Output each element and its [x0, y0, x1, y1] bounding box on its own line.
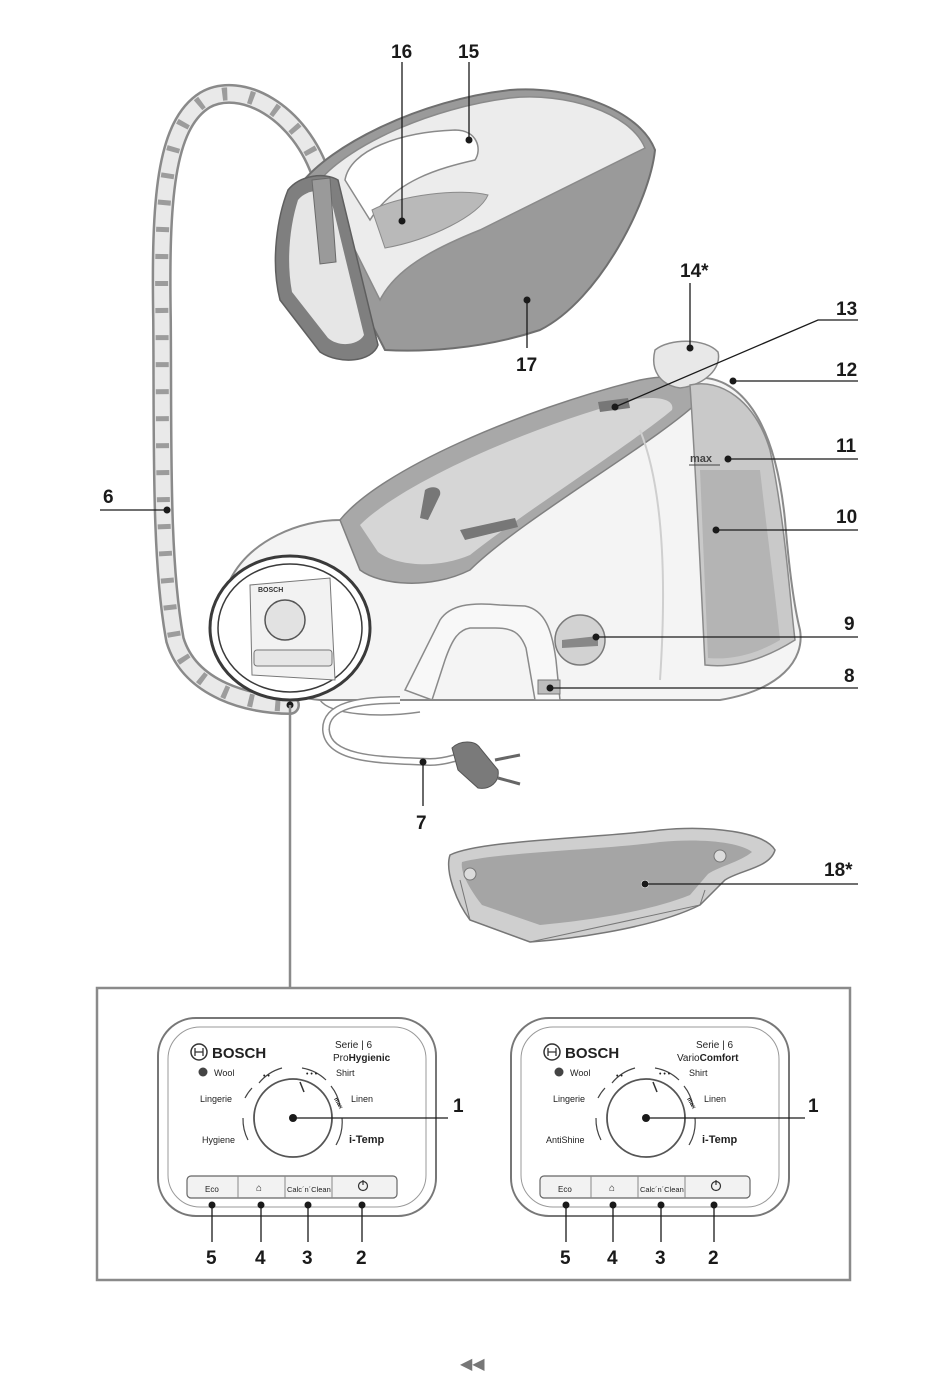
callout-3-left: 3	[302, 1248, 313, 1269]
wool-icon	[199, 1068, 208, 1077]
callout-7: 7	[416, 813, 427, 834]
callout-5-left: 5	[206, 1248, 217, 1269]
callout-2-left: 2	[356, 1248, 367, 1269]
detail-connector	[287, 702, 294, 989]
base-station: max BOSCH	[210, 341, 801, 715]
callout-3-right: 3	[655, 1248, 666, 1269]
wool-label: Wool	[214, 1068, 234, 1078]
model-prefix: Vario	[677, 1053, 700, 1064]
lingerie-label: Lingerie	[553, 1094, 585, 1104]
callout-17: 17	[516, 355, 537, 376]
steam-boost-button-icon[interactable]: ⌂	[609, 1183, 615, 1194]
callout-5-right: 5	[560, 1248, 571, 1269]
eco-button[interactable]: Eco	[205, 1185, 219, 1194]
callout-16: 16	[391, 42, 412, 63]
svg-text:• •: • •	[263, 1073, 270, 1080]
callout-9: 9	[844, 614, 855, 635]
callout-4-right: 4	[607, 1248, 618, 1269]
callout-14: 14*	[680, 261, 709, 282]
drip-tray	[449, 828, 775, 942]
brand-label: BOSCH	[565, 1045, 619, 1062]
callout-13: 13	[836, 299, 857, 320]
itemp-label: i-Temp	[349, 1134, 385, 1146]
wool-icon	[555, 1068, 564, 1077]
tank-max-label: max	[690, 453, 713, 465]
eco-button[interactable]: Eco	[558, 1185, 572, 1194]
shirt-label: Shirt	[336, 1068, 355, 1078]
iron	[275, 89, 655, 360]
callout-11: 11	[836, 436, 857, 457]
control-panel-right: BOSCH Serie | 6 VarioComfort Wool • • • …	[511, 1018, 819, 1269]
callout-2-right: 2	[708, 1248, 719, 1269]
svg-text:ProHygienic: ProHygienic	[333, 1053, 391, 1064]
callout-12: 12	[836, 360, 857, 381]
svg-text:• • •: • • •	[659, 1071, 671, 1078]
model-suffix: Comfort	[700, 1053, 740, 1064]
linen-label: Linen	[704, 1094, 726, 1104]
back-arrow-icon[interactable]: ◀◀	[460, 1354, 485, 1373]
model-suffix: Hygienic	[349, 1053, 391, 1064]
svg-text:BOSCH: BOSCH	[258, 587, 283, 594]
itemp-label: i-Temp	[702, 1134, 738, 1146]
svg-text:• •: • •	[616, 1073, 623, 1080]
svg-text:VarioComfort: VarioComfort	[677, 1053, 739, 1064]
callout-10: 10	[836, 507, 857, 528]
control-panel-left: BOSCH Serie | 6 ProHygienic Wool • • • •…	[158, 1018, 464, 1269]
shirt-label: Shirt	[689, 1068, 708, 1078]
series-label: Serie | 6	[696, 1040, 733, 1051]
steam-boost-button-icon[interactable]: ⌂	[256, 1183, 262, 1194]
calcnclean-button[interactable]: Calc´n´Clean	[287, 1185, 331, 1194]
callout-1-left: 1	[453, 1096, 464, 1117]
brand-label: BOSCH	[212, 1045, 266, 1062]
callout-6: 6	[103, 487, 114, 508]
callout-18: 18*	[824, 860, 853, 881]
model-prefix: Pro	[333, 1053, 349, 1064]
lingerie-label: Lingerie	[200, 1094, 232, 1104]
wool-label: Wool	[570, 1068, 590, 1078]
svg-text:• • •: • • •	[306, 1071, 318, 1078]
callout-1-right: 1	[808, 1096, 819, 1117]
callout-8: 8	[844, 666, 855, 687]
calcnclean-button[interactable]: Calc´n´Clean	[640, 1185, 684, 1194]
hygiene-label: Hygiene	[202, 1135, 235, 1145]
series-label: Serie | 6	[335, 1040, 372, 1051]
callout-4-left: 4	[255, 1248, 266, 1269]
antishine-label: AntiShine	[546, 1135, 585, 1145]
callout-15: 15	[458, 42, 480, 63]
linen-label: Linen	[351, 1094, 373, 1104]
